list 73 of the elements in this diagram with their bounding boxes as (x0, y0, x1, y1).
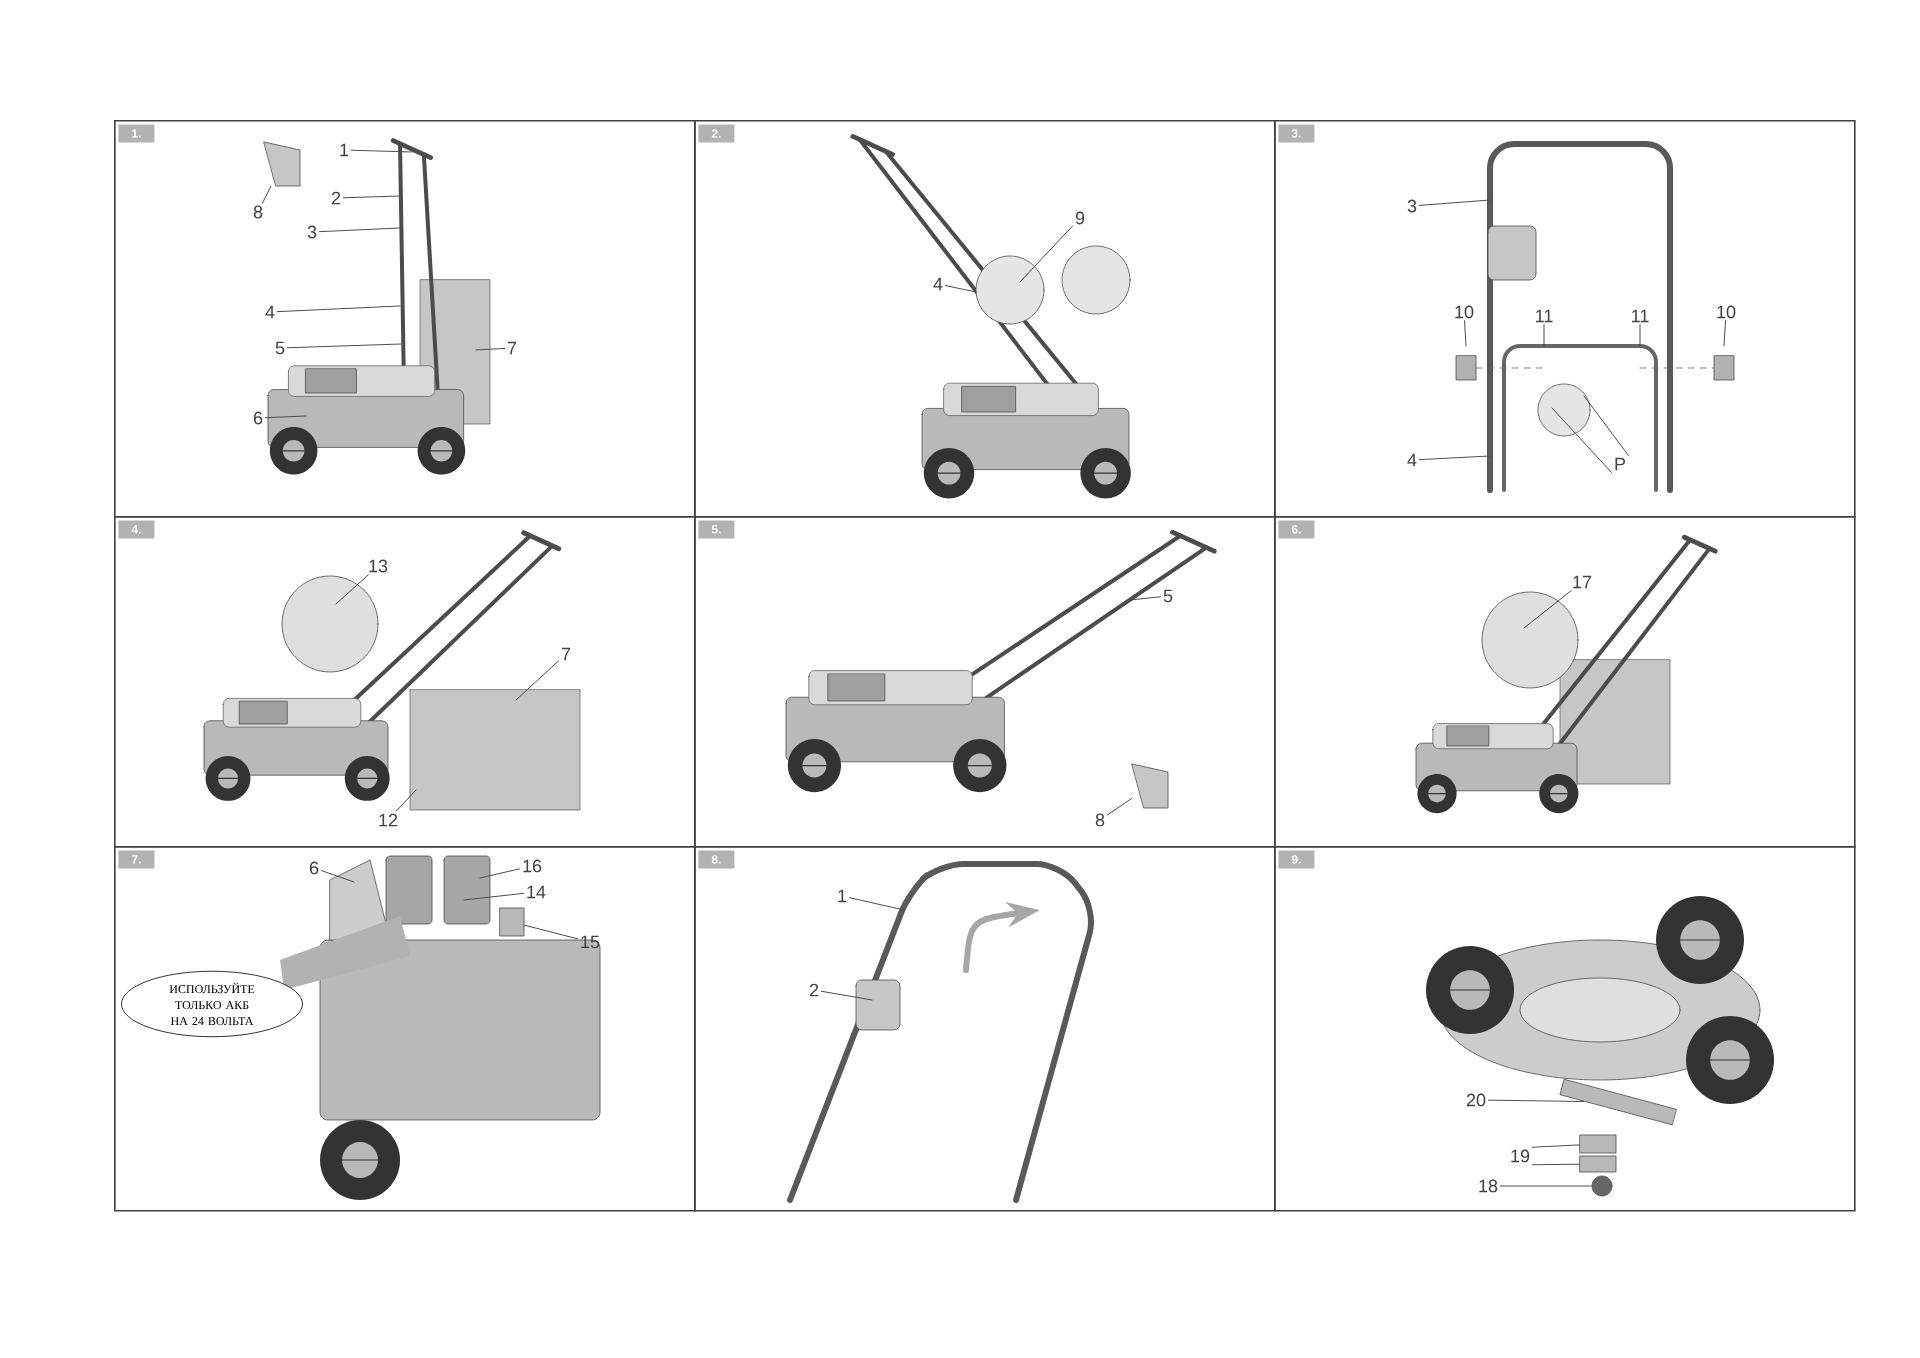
mulch-plug-drawing (263, 141, 301, 187)
adapter-drawing (499, 907, 525, 937)
leader-line (848, 897, 905, 911)
nut-drawing (1591, 1175, 1613, 1197)
leader-line (1531, 1144, 1581, 1148)
callout-number: 12 (379, 813, 398, 827)
callout-number: 20 (1466, 1093, 1486, 1107)
callout-number: 16 (523, 859, 542, 873)
leader-line (1418, 199, 1491, 206)
leader-line (335, 574, 369, 605)
callout-number: 7 (507, 341, 517, 355)
blade-drawing (1559, 1078, 1677, 1126)
callout-number: 1 (340, 143, 349, 157)
callout-number: 8 (253, 205, 263, 219)
leader-line (523, 924, 579, 940)
callout-number: 11 (1632, 309, 1649, 323)
leader-line (463, 892, 525, 901)
leader-line (264, 415, 307, 419)
callout-number: 3 (307, 225, 317, 239)
leader-line (261, 185, 272, 204)
leader-line (1129, 596, 1162, 601)
callout-number: 10 (1717, 305, 1736, 319)
callout-number: 3 (1407, 199, 1417, 213)
leader-line (395, 789, 417, 812)
leader-line (1551, 407, 1613, 474)
leader-line (1418, 455, 1491, 461)
leader-line (475, 347, 506, 351)
callout-number: 18 (1479, 1179, 1498, 1193)
leader-line (479, 868, 521, 879)
washer-drawing (1579, 1155, 1617, 1173)
leader-line (1106, 798, 1133, 816)
leader-line (944, 285, 977, 293)
leader-line (318, 227, 401, 233)
callout-number: 2 (331, 191, 341, 205)
leader-line (1464, 320, 1467, 347)
leader-line (820, 990, 873, 1001)
leader-line (1499, 1185, 1593, 1187)
callout-number: 4 (265, 305, 275, 319)
callout-number: 1 (838, 889, 847, 903)
callout-number: P (1615, 457, 1626, 471)
callout-number: 6 (309, 861, 319, 875)
callout-number: 2 (809, 983, 819, 997)
leader-line (1543, 324, 1545, 347)
callout-number: 8 (1095, 813, 1105, 827)
callout-number: 15 (581, 935, 600, 949)
leader-line (1019, 225, 1074, 283)
callout-number: 4 (933, 277, 943, 291)
callout-number: 10 (1455, 305, 1474, 319)
callout-number: 17 (1573, 575, 1592, 589)
callout-number: 9 (1075, 211, 1085, 225)
leader-line (320, 870, 355, 883)
callout-number: 14 (527, 885, 546, 899)
callout-number: 7 (561, 647, 571, 661)
leader-line (1523, 590, 1572, 629)
callout-number: 5 (1163, 589, 1173, 603)
leader-line (276, 305, 401, 313)
callout-number: 5 (275, 341, 285, 355)
leader-line (1639, 324, 1641, 347)
leader-line (286, 343, 403, 349)
leader-line (1531, 1163, 1581, 1166)
callout-number: 4 (1407, 453, 1417, 467)
callout-number: 13 (369, 559, 388, 573)
mulch-plug-drawing (1131, 763, 1169, 809)
callout-number: 19 (1511, 1149, 1530, 1163)
leader-line (1487, 1099, 1585, 1102)
callout-number: 11 (1536, 309, 1553, 323)
leader-line (350, 149, 413, 153)
leader-line (342, 195, 401, 199)
callout-number: 6 (253, 411, 263, 425)
leader-line (515, 660, 560, 701)
washer-drawing (1579, 1134, 1617, 1154)
leader-line (1583, 395, 1629, 456)
leader-line (1723, 320, 1726, 347)
